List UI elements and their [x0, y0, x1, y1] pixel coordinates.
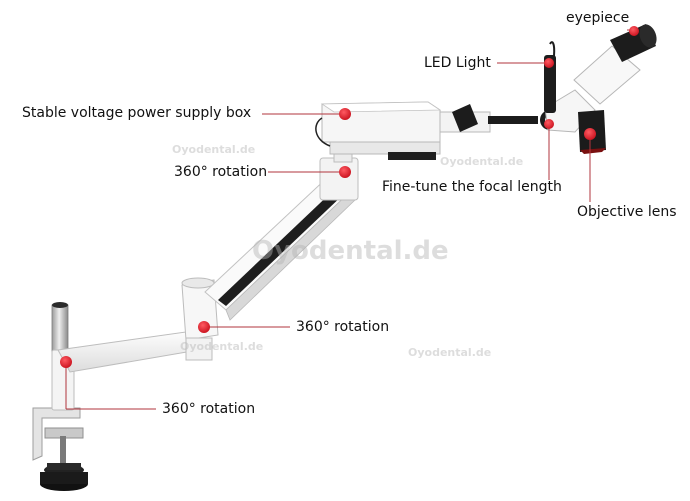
red-dot-icon [339, 108, 351, 120]
watermark-small: Oyodental.de [408, 346, 492, 359]
watermark-small: Oyodental.de [172, 143, 256, 156]
leader-lines [65, 29, 634, 410]
watermark-small: Oyodental.de [180, 340, 264, 353]
watermark-main: Oyodental.de [252, 236, 449, 266]
microscope-head [439, 24, 657, 154]
label-power-supply-box: Stable voltage power supply box [22, 105, 252, 121]
desk-clamp [32, 407, 88, 491]
label-led-light: LED Light [424, 55, 491, 71]
red-dot-icon [544, 58, 554, 68]
power-supply-box [315, 101, 442, 160]
label-rotation-top: 360° rotation [174, 164, 268, 180]
red-dot-icon [60, 356, 72, 368]
red-dot-icon [629, 26, 639, 36]
label-rotation-mid: 360° rotation [296, 319, 390, 335]
red-dot-icon [584, 128, 596, 140]
label-fine-tune: Fine-tune the focal length [382, 179, 562, 195]
watermark-small: Oyodental.de [440, 155, 524, 168]
red-dot-icon [339, 166, 351, 178]
label-objective-lens: Objective lens [577, 204, 677, 220]
red-dot-icon [544, 119, 554, 129]
lower-arm [57, 277, 219, 373]
label-eyepiece: eyepiece [566, 10, 630, 26]
label-rotation-bottom: 360° rotation [162, 401, 256, 417]
red-dot-icon [198, 321, 210, 333]
markers [60, 26, 639, 368]
